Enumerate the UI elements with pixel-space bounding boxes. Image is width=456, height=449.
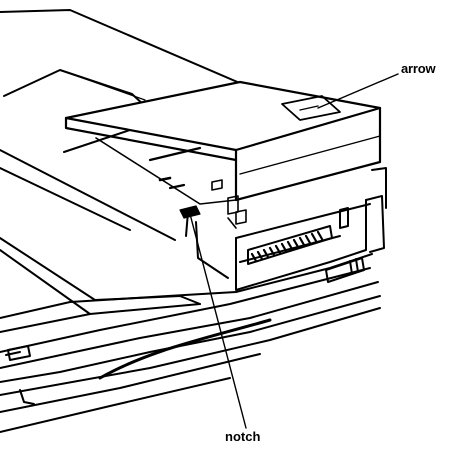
drive-module [64, 80, 382, 229]
notch-leader-line [189, 213, 247, 429]
arrow-label: arrow [401, 61, 436, 76]
laptop-body [0, 9, 381, 433]
notch-label: notch [225, 429, 261, 444]
callout-leaders [189, 73, 399, 429]
arrow-leader-line [317, 73, 399, 109]
